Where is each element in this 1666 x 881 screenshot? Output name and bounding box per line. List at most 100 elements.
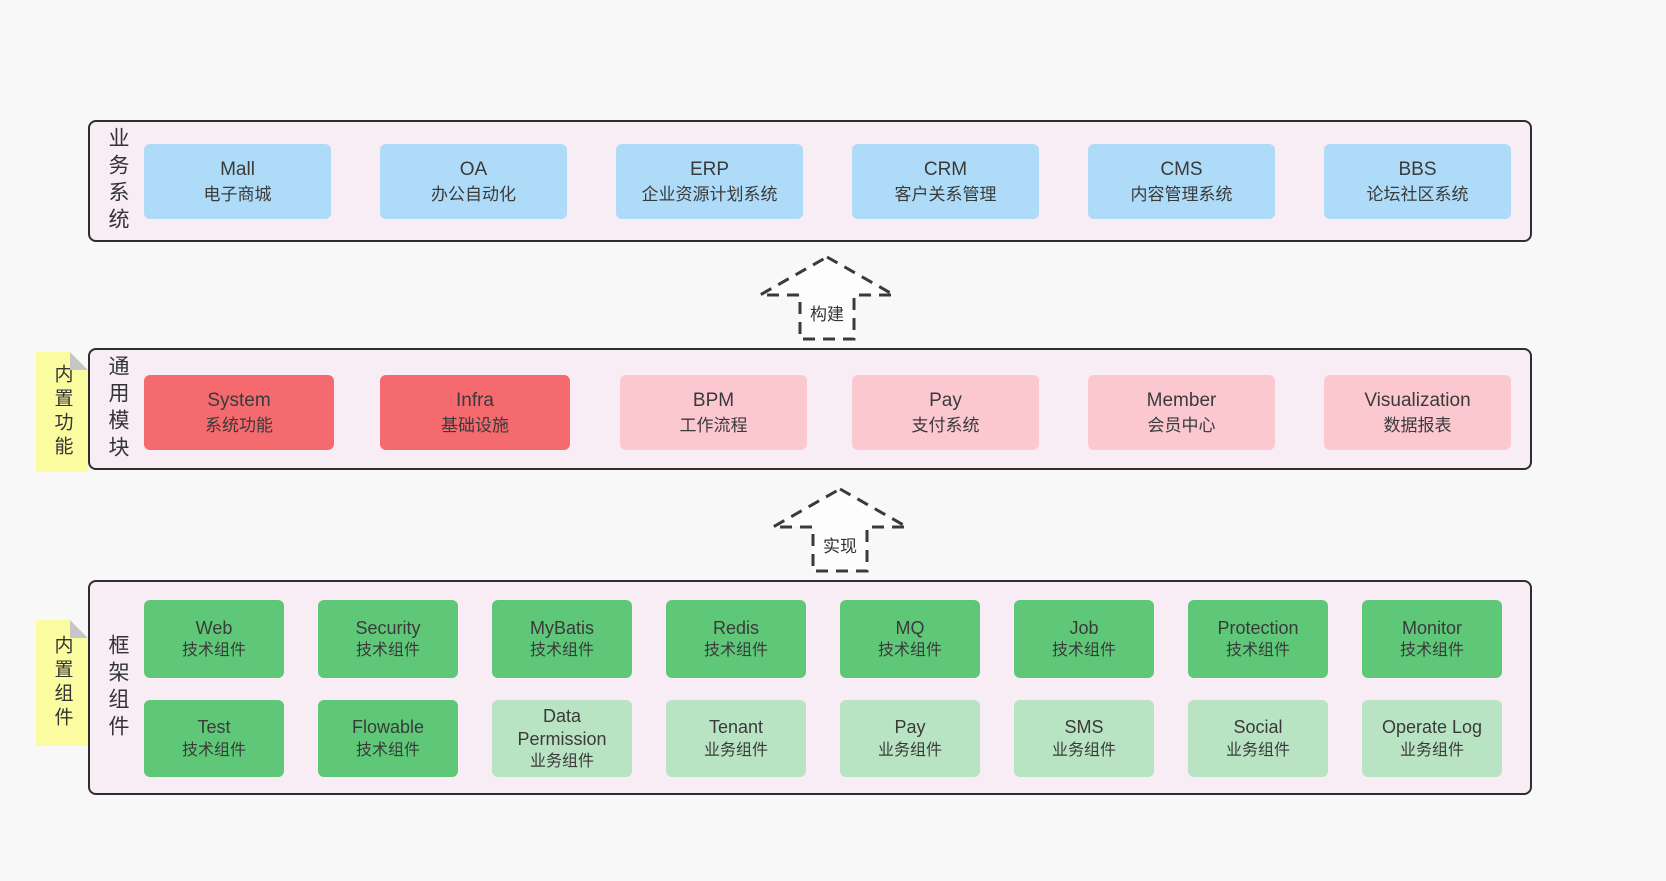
box-title: System [207,389,271,411]
box-mq: MQ 技术组件 [840,600,980,678]
box-bbs: BBS 论坛社区系统 [1324,144,1511,219]
box-visualization: Visualization 数据报表 [1324,375,1511,450]
box-title: MyBatis [529,617,594,638]
band-common-modules: 通用模块 System 系统功能 Infra 基础设施 BPM 工作流程 Pay… [88,348,1532,470]
folded-corner-icon [70,620,88,638]
box-security: Security 技术组件 [318,600,458,678]
box-erp: ERP 企业资源计划系统 [616,144,803,219]
box-subtitle: 技术组件 [181,741,246,759]
box-bpm: BPM 工作流程 [620,375,807,450]
box-test: Test 技术组件 [144,700,284,777]
sticky-note-built-in-features: 内置功能 [36,352,88,472]
box-title: Pay [929,389,962,411]
band-modules-label: 通用模块 [106,355,129,463]
box-title: CMS [1160,158,1203,180]
box-flowable: Flowable 技术组件 [318,700,458,777]
box-subtitle: 支付系统 [911,416,980,436]
box-title: Security [355,617,421,638]
box-web: Web 技术组件 [144,600,284,678]
box-subtitle: 业务组件 [703,741,768,759]
box-title: Job [1069,617,1099,638]
note-text: 内置组件 [51,635,73,731]
box-pay-system: Pay 支付系统 [852,375,1039,450]
box-operate-log: Operate Log 业务组件 [1362,700,1502,777]
box-subtitle: 业务组件 [1399,741,1464,759]
box-mybatis: MyBatis 技术组件 [492,600,632,678]
dashed-up-arrow-icon [770,487,910,573]
box-subtitle: 办公自动化 [431,185,516,205]
box-data-permission: Data Permission 业务组件 [492,700,632,777]
box-subtitle: 论坛社区系统 [1366,185,1469,205]
box-tenant: Tenant 业务组件 [666,700,806,777]
box-subtitle: 技术组件 [529,642,594,660]
box-subtitle: 技术组件 [1399,642,1464,660]
box-title: BPM [692,389,735,411]
band-business-label: 业务系统 [106,127,129,235]
box-title: CRM [923,158,968,180]
box-title: Mall [220,158,255,180]
box-title: Tenant [708,717,764,738]
box-title: Web [195,617,233,638]
box-subtitle: 系统功能 [205,416,273,436]
build-arrow-label: 构建 [810,305,844,324]
box-title: OA [459,158,488,180]
implement-arrow: 实现 [770,486,910,574]
box-title: Social [1233,717,1283,738]
box-social: Social 业务组件 [1188,700,1328,777]
band-business-systems: 业务系统 Mall 电子商城 OA 办公自动化 ERP 企业资源计划系统 CRM… [88,120,1532,242]
box-protection: Protection 技术组件 [1188,600,1328,678]
box-job: Job 技术组件 [1014,600,1154,678]
box-subtitle: 技术组件 [1225,642,1290,660]
box-title: Operate Log [1381,717,1483,738]
box-subtitle: 技术组件 [181,642,246,660]
box-title: Pay [894,717,926,738]
box-title: Infra [455,389,495,411]
band-framework-components: 框架组件 Web 技术组件 Security 技术组件 MyBatis 技术组件… [88,580,1532,795]
box-mall: Mall 电子商城 [144,144,331,219]
box-pay-component: Pay 业务组件 [840,700,980,777]
band-components-label: 框架组件 [106,633,129,742]
box-title: Test [197,717,231,738]
box-subtitle: 业务组件 [529,753,594,770]
box-subtitle: 技术组件 [703,642,768,660]
box-subtitle: 技术组件 [355,741,420,759]
sticky-note-built-in-components: 内置组件 [36,620,88,746]
box-title: SMS [1064,717,1104,738]
box-subtitle: 会员中心 [1147,416,1216,436]
box-subtitle: 工作流程 [679,416,748,436]
box-crm: CRM 客户关系管理 [852,144,1039,219]
box-title: ERP [689,158,730,180]
box-subtitle: 内容管理系统 [1130,185,1233,205]
box-system: System 系统功能 [144,375,334,450]
box-member: Member 会员中心 [1088,375,1275,450]
dashed-up-arrow-icon [757,255,897,341]
box-oa: OA 办公自动化 [380,144,567,219]
implement-arrow-label: 实现 [823,537,857,556]
folded-corner-icon [70,352,88,370]
box-sms: SMS 业务组件 [1014,700,1154,777]
box-subtitle: 基础设施 [441,416,509,436]
box-title: MQ [895,617,925,638]
box-title: Redis [712,617,760,638]
box-title: BBS [1398,158,1437,180]
box-monitor: Monitor 技术组件 [1362,600,1502,678]
box-infra: Infra 基础设施 [380,375,570,450]
box-subtitle: 电子商城 [203,185,272,205]
box-title: Flowable [351,717,425,738]
box-subtitle: 技术组件 [1051,642,1116,660]
box-title: Monitor [1401,617,1463,638]
box-subtitle: 客户关系管理 [894,185,997,205]
box-subtitle: 业务组件 [1051,741,1116,759]
box-subtitle: 业务组件 [877,741,942,759]
build-arrow: 构建 [757,254,897,342]
box-title: Member [1146,389,1217,411]
note-text: 内置功能 [51,364,73,460]
box-subtitle: 技术组件 [877,642,942,660]
box-redis: Redis 技术组件 [666,600,806,678]
box-cms: CMS 内容管理系统 [1088,144,1275,219]
box-subtitle: 业务组件 [1225,741,1290,759]
box-subtitle: 技术组件 [355,642,420,660]
box-title: Visualization [1364,389,1471,411]
box-subtitle: 数据报表 [1383,416,1452,436]
